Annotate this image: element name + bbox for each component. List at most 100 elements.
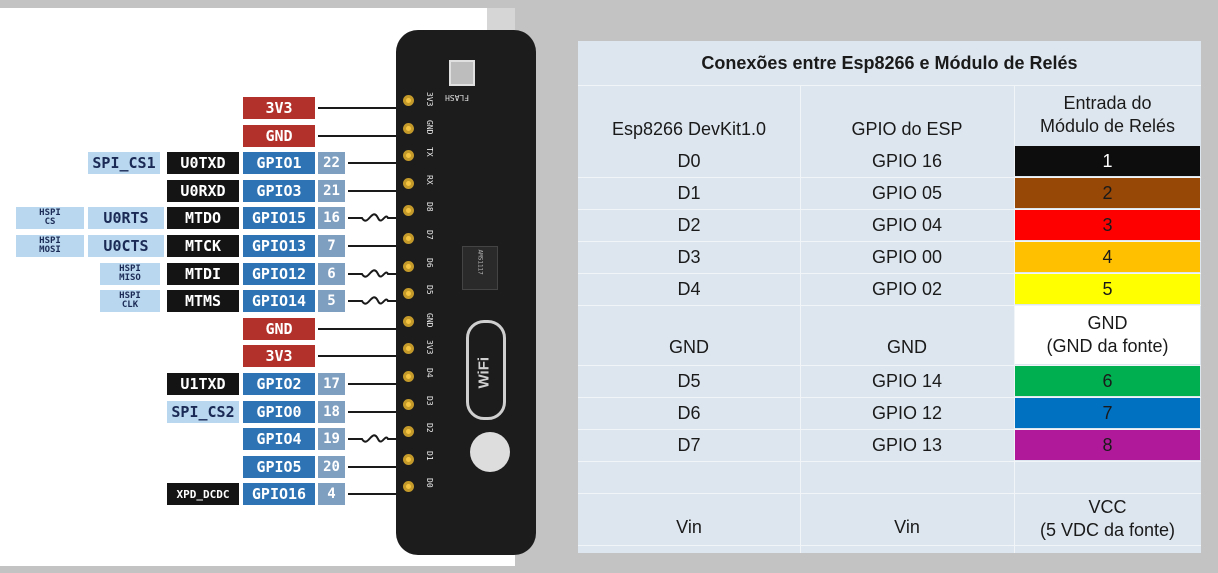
- devkit-pin-cell: GND: [669, 337, 709, 357]
- devkit-pin-cell: D5: [677, 370, 701, 391]
- silk-label: D0: [425, 478, 434, 488]
- silk-label: RX: [425, 175, 434, 185]
- gpio-cell: [800, 461, 1014, 493]
- pin-number: 16: [318, 207, 345, 229]
- header-pin: [403, 178, 414, 189]
- gpio-cell: GPIO 16: [871, 150, 943, 171]
- silk-label: D5: [425, 285, 434, 295]
- silk-label: 3V3: [425, 340, 434, 355]
- gpio-label: GPIO16: [243, 483, 315, 505]
- pin-number: 18: [318, 401, 345, 423]
- gpio-cell: GPIO 00: [871, 246, 943, 267]
- power-pin-label: GND: [243, 125, 315, 147]
- header-pin: [403, 426, 414, 437]
- relay-input-cell: 2: [1015, 178, 1200, 208]
- gpio-cell: GPIO 02: [871, 278, 943, 299]
- function-label: MTCK: [167, 235, 239, 257]
- pin-wire: [348, 213, 400, 222]
- header-pin: [403, 233, 414, 244]
- function-label: U0RXD: [167, 180, 239, 202]
- pin-wire: [348, 269, 400, 278]
- pin-number: 7: [318, 235, 345, 257]
- relay-input-cell: 3: [1015, 210, 1200, 240]
- header-pin: [403, 454, 414, 465]
- silk-label: D8: [425, 202, 434, 212]
- devkit-pin-cell: D1: [677, 182, 701, 203]
- function-label: U1TXD: [167, 373, 239, 395]
- row-divider: [578, 429, 1201, 430]
- relay-input-cell: 6: [1015, 366, 1200, 396]
- relay-input-cell: 7: [1015, 398, 1200, 428]
- devkit-pin-cell: [578, 461, 800, 493]
- pin-number: 5: [318, 290, 345, 312]
- relay-input-cell: 8: [1015, 430, 1200, 460]
- devkit-pin-cell: D3: [677, 246, 701, 267]
- chip-label: AMS1117: [476, 249, 484, 275]
- column-divider: [1014, 85, 1015, 553]
- function-label: U0TXD: [167, 152, 239, 174]
- gpio-label: GPIO3: [243, 180, 315, 202]
- header-pin: [403, 150, 414, 161]
- row-divider: [578, 273, 1201, 274]
- devkit-pin-cell: D2: [677, 214, 701, 235]
- gpio-label: GPIO14: [243, 290, 315, 312]
- relay-input-cell: VCC(5 VDC da fonte): [1039, 497, 1176, 540]
- connection-table: Conexões entre Esp8266 e Módulo de Relés…: [578, 41, 1201, 553]
- alt-function-label: SPI_CS2: [167, 401, 239, 423]
- row-divider: [578, 545, 1201, 546]
- header-pin: [403, 481, 414, 492]
- devkit-pin-cell: D7: [677, 434, 701, 455]
- gpio-cell: GPIO 13: [871, 434, 943, 455]
- power-pin-label: 3V3: [243, 97, 315, 119]
- uart-label: U0RTS: [88, 207, 164, 229]
- gpio-label: GPIO15: [243, 207, 315, 229]
- silk-label: TX: [425, 147, 434, 157]
- header-devkit: Esp8266 DevKit1.0: [611, 119, 767, 139]
- row-divider: [578, 209, 1201, 210]
- row-divider: [578, 305, 1201, 306]
- pin-number: 19: [318, 428, 345, 450]
- alt-function-label: SPI_CS1: [88, 152, 160, 174]
- uart-label: U0CTS: [88, 235, 164, 257]
- devkit-pin-cell: D6: [677, 402, 701, 423]
- relay-input-cell: 5: [1015, 274, 1200, 304]
- header-pin: [403, 371, 414, 382]
- header-pin: [403, 288, 414, 299]
- pin-number: 20: [318, 456, 345, 478]
- flash-label: FLASH: [445, 93, 470, 102]
- row-divider: [578, 241, 1201, 242]
- header-pin: [403, 123, 414, 134]
- header-gpio: GPIO do ESP: [851, 119, 963, 139]
- header-pin: [403, 95, 414, 106]
- gpio-cell: GPIO 05: [871, 182, 943, 203]
- silk-label: D1: [425, 451, 434, 461]
- header-pin: [403, 343, 414, 354]
- power-pin-label: GND: [243, 318, 315, 340]
- relay-input-cell: 1: [1015, 146, 1200, 176]
- relay-input-cell: 4: [1015, 242, 1200, 272]
- flash-button: [449, 60, 475, 86]
- header-pin: [403, 399, 414, 410]
- nodemcu-board: [396, 30, 536, 555]
- gpio-label: GPIO1: [243, 152, 315, 174]
- gpio-cell: GPIO 14: [871, 370, 943, 391]
- devkit-pin-cell: D4: [677, 278, 701, 299]
- row-divider: [578, 177, 1201, 178]
- row-divider: [578, 493, 1201, 494]
- relay-input-cell: GND(GND da fonte): [1015, 306, 1200, 364]
- gpio-cell: GPIO 04: [871, 214, 943, 235]
- header-pin: [403, 205, 414, 216]
- silk-label: GND: [425, 120, 434, 135]
- function-label: MTDI: [167, 263, 239, 285]
- function-label: MTDO: [167, 207, 239, 229]
- pin-number: 4: [318, 483, 345, 505]
- table-title: Conexões entre Esp8266 e Módulo de Relés: [701, 52, 1078, 73]
- silk-label: D2: [425, 423, 434, 433]
- gpio-label: GPIO4: [243, 428, 315, 450]
- title-divider: [578, 85, 1201, 86]
- pin-wire: [348, 434, 400, 443]
- silk-label: 3V3: [425, 92, 434, 107]
- pin-number: 21: [318, 180, 345, 202]
